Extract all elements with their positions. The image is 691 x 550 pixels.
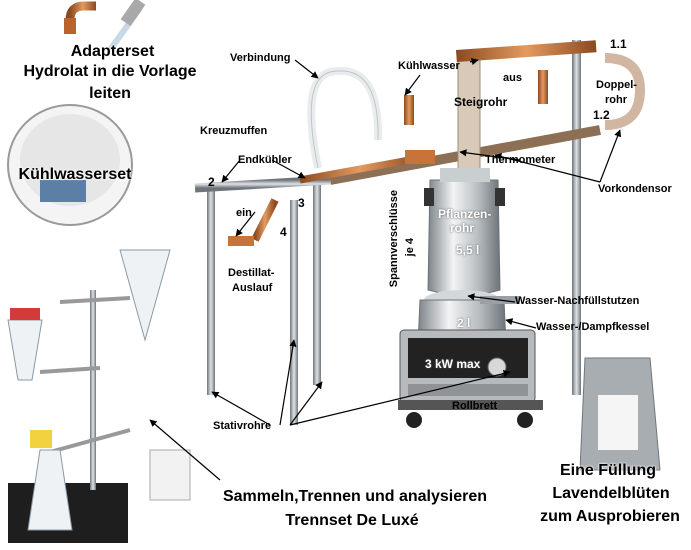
kuehlwasser-label: Kühlwasser xyxy=(398,60,460,72)
doppelrohr-image xyxy=(604,53,646,130)
volume-2-label: 2 l xyxy=(457,316,471,330)
destillat-auslauf-image xyxy=(228,198,279,246)
kochplatte-image xyxy=(399,329,536,403)
wasser-nachfuellstutzen-label: Wasser-Nachfüllstutzen xyxy=(515,295,640,307)
kreuzmuffen-label: Kreuzmuffen xyxy=(200,125,268,137)
leiten-label: leiten xyxy=(89,85,131,102)
je4-label: je 4 xyxy=(404,238,416,257)
rollbrett-label: Rollbrett xyxy=(452,400,498,412)
doppelrohr-label-1: Doppel- xyxy=(596,79,637,91)
number-1-2: 1.2 xyxy=(593,108,610,122)
thermometer-label: Thermometer xyxy=(485,154,556,166)
leader-lines xyxy=(149,58,622,481)
trennset-image xyxy=(7,249,191,543)
rollbrett-image xyxy=(398,400,543,428)
pflanzenrohr-label-2: rohr xyxy=(450,221,474,235)
power-label: 3 kW max xyxy=(425,357,481,371)
sammeln-label: Sammeln,Trennen und analysieren xyxy=(222,488,488,505)
endkuehler-label: Endkühler xyxy=(238,154,292,166)
number-2: 2 xyxy=(208,175,215,189)
destillat-auslauf-label-2: Auslauf xyxy=(232,282,273,294)
ein-label: ein xyxy=(236,207,252,219)
kuehlwasserset-bucket-image xyxy=(7,104,133,226)
trennset-label: Trennset De Luxé xyxy=(285,512,419,529)
volume-55-label: 5,5 l xyxy=(456,243,480,257)
number-4: 4 xyxy=(280,225,287,239)
spannverschluesse-label: Spannverschlüsse xyxy=(388,190,400,288)
kuehlwasserset-label: Kühlwasserset xyxy=(18,166,132,183)
vorkondensor-label: Vorkondensor xyxy=(598,183,672,195)
number-3: 3 xyxy=(298,196,305,210)
fuellung-label-1: Eine Füllung xyxy=(560,462,656,479)
pflanzenrohr-label-1: Pflanzen- xyxy=(438,207,492,221)
stativrohre-image xyxy=(207,40,581,425)
lavendel-bag-image xyxy=(579,357,661,471)
adapterset-label: Adapterset xyxy=(70,43,155,60)
verbindung-label: Verbindung xyxy=(230,52,291,64)
destillat-auslauf-label-1: Destillat- xyxy=(228,267,275,279)
pflanzenrohr-image xyxy=(424,168,505,296)
stativrohre-label: Stativrohre xyxy=(213,420,272,432)
fuellung-label-2: Lavendelblüten xyxy=(552,485,670,502)
steigrohr-label: Steigrohr xyxy=(454,95,508,109)
doppelrohr-label-2: rohr xyxy=(605,94,627,106)
fuellung-label-3: zum Ausprobieren xyxy=(540,508,680,525)
aus-label: aus xyxy=(503,72,522,84)
adapterset-image xyxy=(64,0,146,52)
number-1-1: 1.1 xyxy=(610,37,627,51)
hydrolat-label: Hydrolat in die Vorlage xyxy=(23,63,197,80)
wasser-dampfkessel-label: Wasser-/Dampfkessel xyxy=(536,321,650,333)
